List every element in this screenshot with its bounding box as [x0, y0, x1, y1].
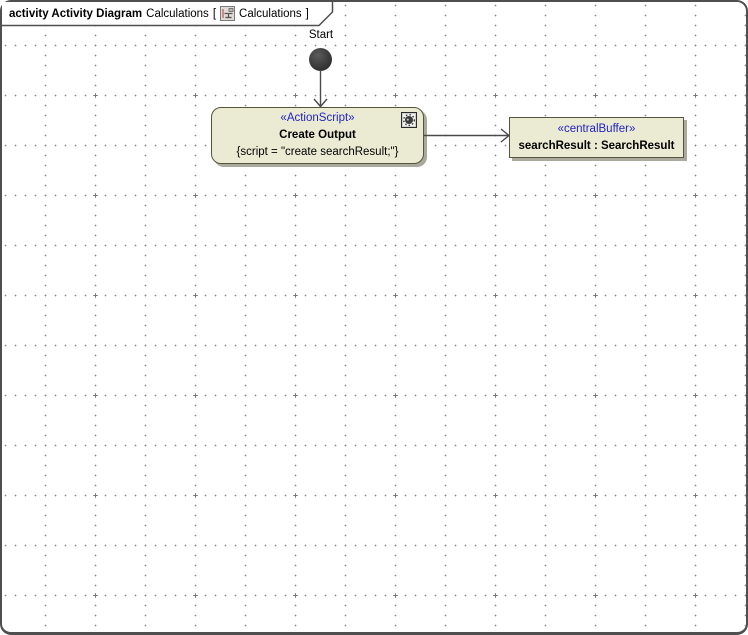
object-flow-arrow[interactable] — [424, 127, 512, 144]
frame-tab-shape — [2, 2, 334, 27]
buffer-name-label: searchResult : SearchResult — [518, 139, 675, 152]
initial-node[interactable] — [309, 48, 332, 71]
action-stereotype-label: «ActionScript» — [280, 112, 355, 124]
central-buffer-node[interactable]: «centralBuffer» searchResult : SearchRes… — [509, 117, 684, 158]
frame-kind-label: activity Activity Diagram — [9, 7, 143, 20]
close-bracket: ] — [305, 7, 309, 20]
buffer-stereotype-label: «centralBuffer» — [557, 122, 636, 135]
activity-diagram-icon — [220, 6, 236, 21]
diagram-name-label: Calculations — [146, 7, 209, 20]
frame-header: activity Activity Diagram Calculations [… — [9, 6, 309, 21]
behavior-script-icon — [401, 112, 417, 128]
action-node-create-output[interactable]: «ActionScript» Create Output {script = "… — [211, 107, 424, 164]
control-flow-arrow[interactable] — [312, 70, 329, 108]
diagram-frame-tab[interactable]: activity Activity Diagram Calculations [… — [2, 2, 335, 27]
open-bracket: [ — [212, 7, 217, 20]
start-node-label: Start — [308, 29, 334, 41]
context-name-label: Calculations — [239, 7, 302, 20]
action-name-label: Create Output — [279, 129, 356, 141]
action-script-label: {script = "create searchResult;"} — [236, 146, 399, 158]
